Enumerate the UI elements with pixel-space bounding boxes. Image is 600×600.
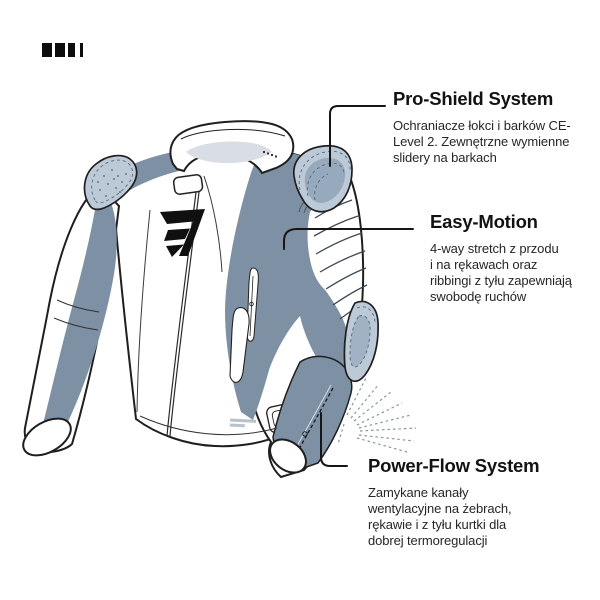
callout-easy-motion: Easy-Motion 4-way stretch z przodu i na … (430, 211, 600, 305)
callout-description: 4-way stretch z przodu i na rękawach ora… (430, 241, 572, 304)
callout-title: Pro-Shield System (393, 88, 554, 109)
brand-logo (42, 43, 83, 57)
logo-bar (68, 43, 75, 57)
callout-power-flow: Power-Flow System Zamykane kanały wentyl… (368, 455, 583, 549)
callout-description: Zamykane kanały wentylacyjne na żebrach,… (368, 485, 512, 548)
logo-bar (42, 43, 52, 57)
zipper-pull (172, 174, 204, 195)
logo-bar (80, 43, 83, 57)
callout-pro-shield: Pro-Shield System Ochraniacze łokci i ba… (393, 88, 600, 166)
right-shoulder-pad (293, 144, 353, 213)
chest-logo (160, 209, 205, 257)
logo-bar (55, 43, 65, 57)
callout-connectors (283, 105, 414, 467)
left-shoulder-pad (83, 154, 138, 211)
collar (169, 120, 295, 175)
callout-description: Ochraniacze łokci i barków CE- Level 2. … (393, 118, 571, 165)
side-panel (225, 151, 351, 421)
callout-title: Power-Flow System (368, 455, 540, 476)
callout-title: Easy-Motion (430, 211, 538, 232)
right-cuff (269, 438, 307, 474)
ventilation-dashes (337, 377, 417, 453)
elbow-pad (343, 300, 379, 383)
left-cuff (22, 417, 72, 457)
